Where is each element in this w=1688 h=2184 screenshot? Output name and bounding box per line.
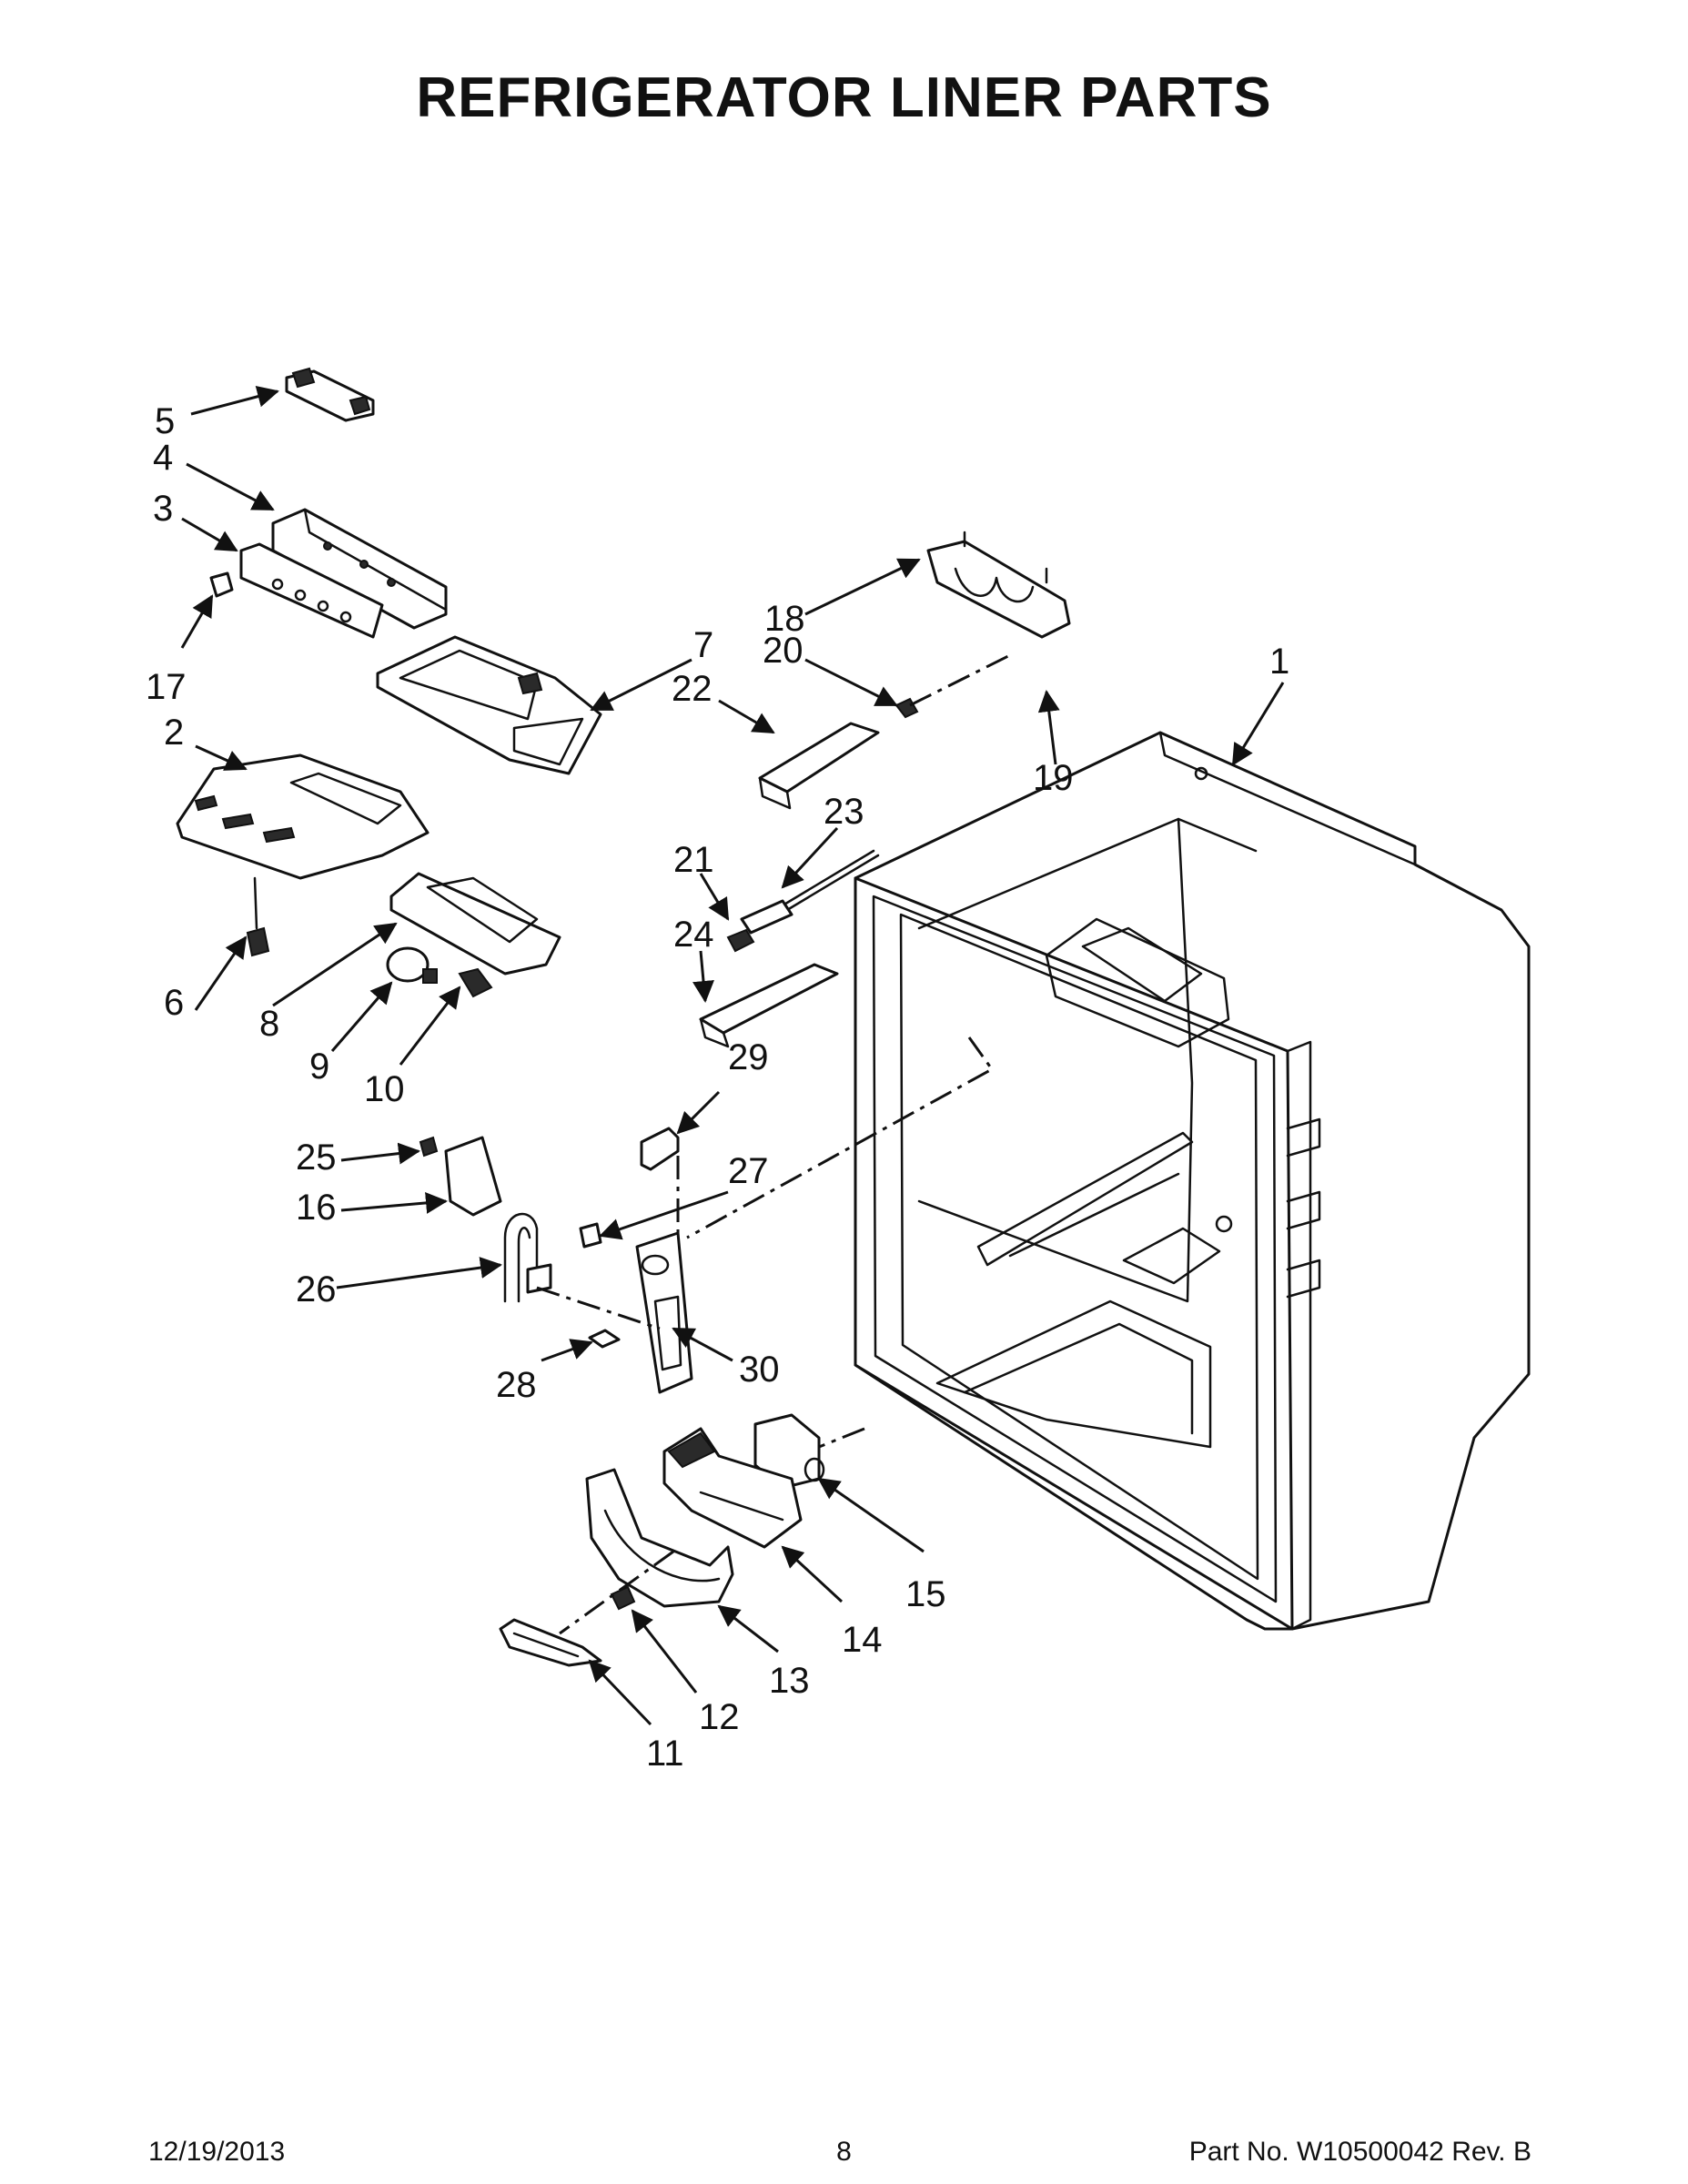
callout-23: 23 xyxy=(824,792,864,832)
bracket-part-5 xyxy=(285,367,375,422)
overlay-part-3 xyxy=(239,542,384,639)
socket-part-10 xyxy=(458,967,493,998)
cradle-part-13 xyxy=(585,1468,734,1608)
callout-25: 25 xyxy=(296,1138,337,1178)
callout-3: 3 xyxy=(153,489,173,529)
paddle-part-11 xyxy=(499,1618,602,1667)
page-title: REFRIGERATOR LINER PARTS xyxy=(416,66,1272,129)
callout-21: 21 xyxy=(673,840,714,880)
sensor-part-23 xyxy=(726,849,880,953)
light-housing-part-8 xyxy=(389,872,561,976)
callout-11: 11 xyxy=(646,1734,684,1774)
callout-17: 17 xyxy=(146,667,187,707)
callout-13: 13 xyxy=(769,1661,810,1701)
callout-5: 5 xyxy=(155,401,175,441)
liner-part xyxy=(854,731,1531,1631)
callout-labels: 1 2 3 4 5 6 7 8 9 10 11 12 13 14 15 16 1… xyxy=(146,401,1289,1774)
grille-part-7 xyxy=(376,635,602,775)
callout-12: 12 xyxy=(699,1697,740,1737)
bracket-part-24 xyxy=(699,963,839,1048)
screw-part-12 xyxy=(610,1585,636,1611)
callout-19: 19 xyxy=(1033,758,1074,798)
clip-part-28 xyxy=(588,1329,621,1349)
bracket-part-16 xyxy=(419,1136,502,1217)
footer-part-number: Part No. W10500042 Rev. B xyxy=(1188,2137,1531,2167)
callout-26: 26 xyxy=(296,1269,337,1309)
callout-20: 20 xyxy=(763,631,804,671)
switch-part-6 xyxy=(246,926,270,957)
callout-28: 28 xyxy=(496,1365,537,1405)
callout-4: 4 xyxy=(153,438,173,478)
callout-22: 22 xyxy=(672,669,713,709)
callout-1: 1 xyxy=(1269,642,1289,682)
knob-part-17 xyxy=(209,571,234,598)
callout-30: 30 xyxy=(739,1350,780,1390)
bulb-part-9 xyxy=(386,946,438,984)
callout-6: 6 xyxy=(164,983,184,1023)
cover-part-29 xyxy=(640,1127,680,1171)
callout-2: 2 xyxy=(164,713,184,753)
callout-15: 15 xyxy=(905,1574,946,1614)
footer-date: 12/19/2013 xyxy=(148,2137,286,2167)
tube-part-26 xyxy=(503,1212,552,1303)
heater-part-18 xyxy=(926,531,1071,639)
control-housing-part-4 xyxy=(271,508,448,630)
callout-18: 18 xyxy=(764,599,805,639)
callout-8: 8 xyxy=(259,1004,279,1044)
housing-part-30 xyxy=(635,1231,693,1394)
actuator-part-14 xyxy=(662,1427,803,1549)
leader-arrows xyxy=(180,385,1285,1726)
callout-27: 27 xyxy=(728,1151,769,1191)
callout-16: 16 xyxy=(296,1188,337,1228)
callout-29: 29 xyxy=(728,1037,769,1077)
clip-part-27 xyxy=(579,1222,602,1249)
callout-14: 14 xyxy=(842,1620,883,1660)
callout-7: 7 xyxy=(693,625,713,665)
screw-part-20 xyxy=(895,697,919,719)
damper-part-22 xyxy=(758,722,880,810)
callout-10: 10 xyxy=(364,1069,405,1109)
callout-9: 9 xyxy=(309,1046,329,1087)
callout-24: 24 xyxy=(673,915,714,955)
footer-page-number: 8 xyxy=(836,2137,852,2167)
